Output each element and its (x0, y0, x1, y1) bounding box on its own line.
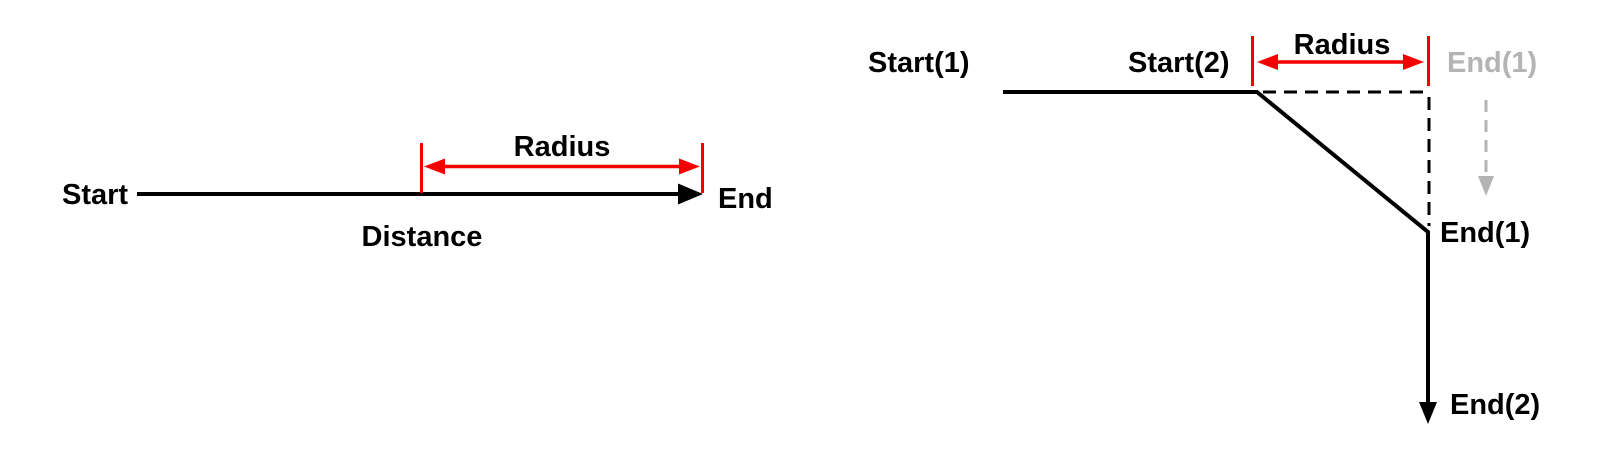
end1-label: End(1) (1440, 217, 1530, 249)
start1-label: Start(1) (868, 47, 970, 79)
start2-label: Start(2) (1128, 47, 1230, 79)
radius-left-arrowhead-icon (1257, 54, 1278, 70)
radius-right-arrowhead-icon (1403, 54, 1424, 70)
bent-path-line (1003, 90, 1430, 404)
distance-arrowhead-icon (678, 183, 703, 205)
path-end-arrowhead-icon (1419, 402, 1437, 424)
left-diagram: Start End Radius Distance (62, 131, 773, 253)
end2-label: End(2) (1450, 389, 1540, 421)
end1-ghost-label: End(1) (1447, 47, 1537, 79)
start-label: Start (62, 179, 128, 211)
right-diagram: Start(1) Start(2) Radius End(1) End(1) E… (868, 29, 1540, 424)
radius-label: Radius (1294, 29, 1391, 61)
ghost-drop-arrowhead-icon (1478, 176, 1494, 196)
end-label: End (718, 183, 773, 215)
radius-left-arrowhead-icon (424, 158, 445, 175)
radius-right-arrowhead-icon (679, 158, 700, 175)
distance-label: Distance (362, 221, 483, 253)
radius-label: Radius (514, 131, 611, 163)
